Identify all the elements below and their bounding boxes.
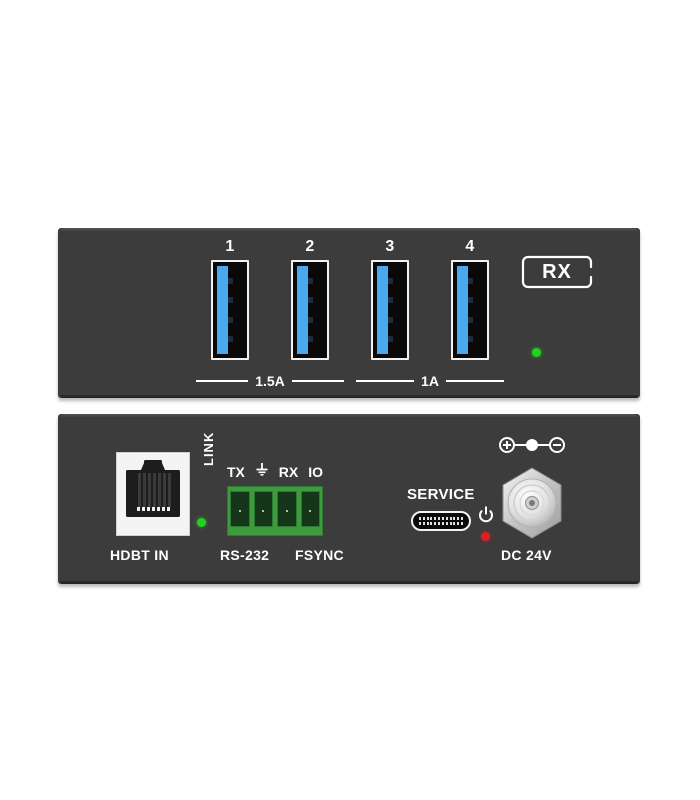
usb-c-contacts xyxy=(419,517,463,525)
link-label: LINK xyxy=(201,431,216,466)
usb-port-1-number: 1 xyxy=(225,238,235,255)
link-led xyxy=(197,518,206,527)
usb-port-1[interactable] xyxy=(211,260,249,360)
usb-a-port-icon xyxy=(377,266,388,354)
usb-port-2-number: 2 xyxy=(305,238,315,255)
usb-a-port-icon xyxy=(217,266,228,354)
group-rule-right xyxy=(445,380,504,382)
device-type-badge: RX xyxy=(521,255,593,289)
terminal-pin-label-io: IO xyxy=(308,464,323,480)
usb-port-4-number: 4 xyxy=(465,238,475,255)
ground-symbol-icon xyxy=(255,462,269,480)
dc-barrel-jack-icon[interactable] xyxy=(499,466,565,540)
terminal-slot-ground[interactable] xyxy=(253,491,273,527)
group-rule-left xyxy=(356,380,415,382)
terminal-slot-io[interactable] xyxy=(300,491,320,527)
usb-port-3-number: 3 xyxy=(385,238,395,255)
rs232-caption: RS-232 xyxy=(220,547,270,563)
rj45-jack-icon[interactable] xyxy=(116,452,190,536)
usb-a-port-icon xyxy=(457,266,468,354)
usb-contacts xyxy=(308,271,313,349)
device-type-badge-label: RX xyxy=(542,260,572,283)
group-rule-right xyxy=(291,380,345,382)
usb-contacts xyxy=(228,271,233,349)
phoenix-terminal-block[interactable] xyxy=(227,486,323,536)
power-group-1a-label: 1A xyxy=(421,373,439,389)
service-label: SERVICE xyxy=(407,486,475,503)
terminal-block-legend: TX RX IO xyxy=(227,462,323,480)
usb-port-2[interactable] xyxy=(291,260,329,360)
power-status-led xyxy=(481,532,490,541)
terminal-slot-tx[interactable] xyxy=(230,491,250,527)
usb-c-port-icon[interactable] xyxy=(411,511,471,531)
usb-contacts xyxy=(468,271,473,349)
usb-contacts xyxy=(388,271,393,349)
terminal-pin-label-tx: TX xyxy=(227,464,245,480)
power-symbol-icon xyxy=(478,506,494,524)
front-panel: 1 2 3 4 xyxy=(58,228,640,398)
dc-input-caption: DC 24V xyxy=(501,547,552,563)
usb-port-3[interactable] xyxy=(371,260,409,360)
power-group-1a: 1A xyxy=(356,373,504,389)
group-rule-left xyxy=(196,380,249,382)
power-group-1-5a-label: 1.5A xyxy=(255,373,285,389)
usb-port-4[interactable] xyxy=(451,260,489,360)
terminal-slot-rx[interactable] xyxy=(277,491,297,527)
power-led xyxy=(532,348,541,357)
hdbt-in-caption: HDBT IN xyxy=(110,547,169,563)
usb-a-port-icon xyxy=(297,266,308,354)
terminal-pin-label-rx: RX xyxy=(278,464,299,480)
power-group-1-5a: 1.5A xyxy=(196,373,345,389)
center-positive-polarity-icon xyxy=(498,436,566,454)
rear-panel: HDBT IN LINK TX RX IO RS-2 xyxy=(58,414,640,584)
fsync-caption: FSYNC xyxy=(295,547,344,563)
